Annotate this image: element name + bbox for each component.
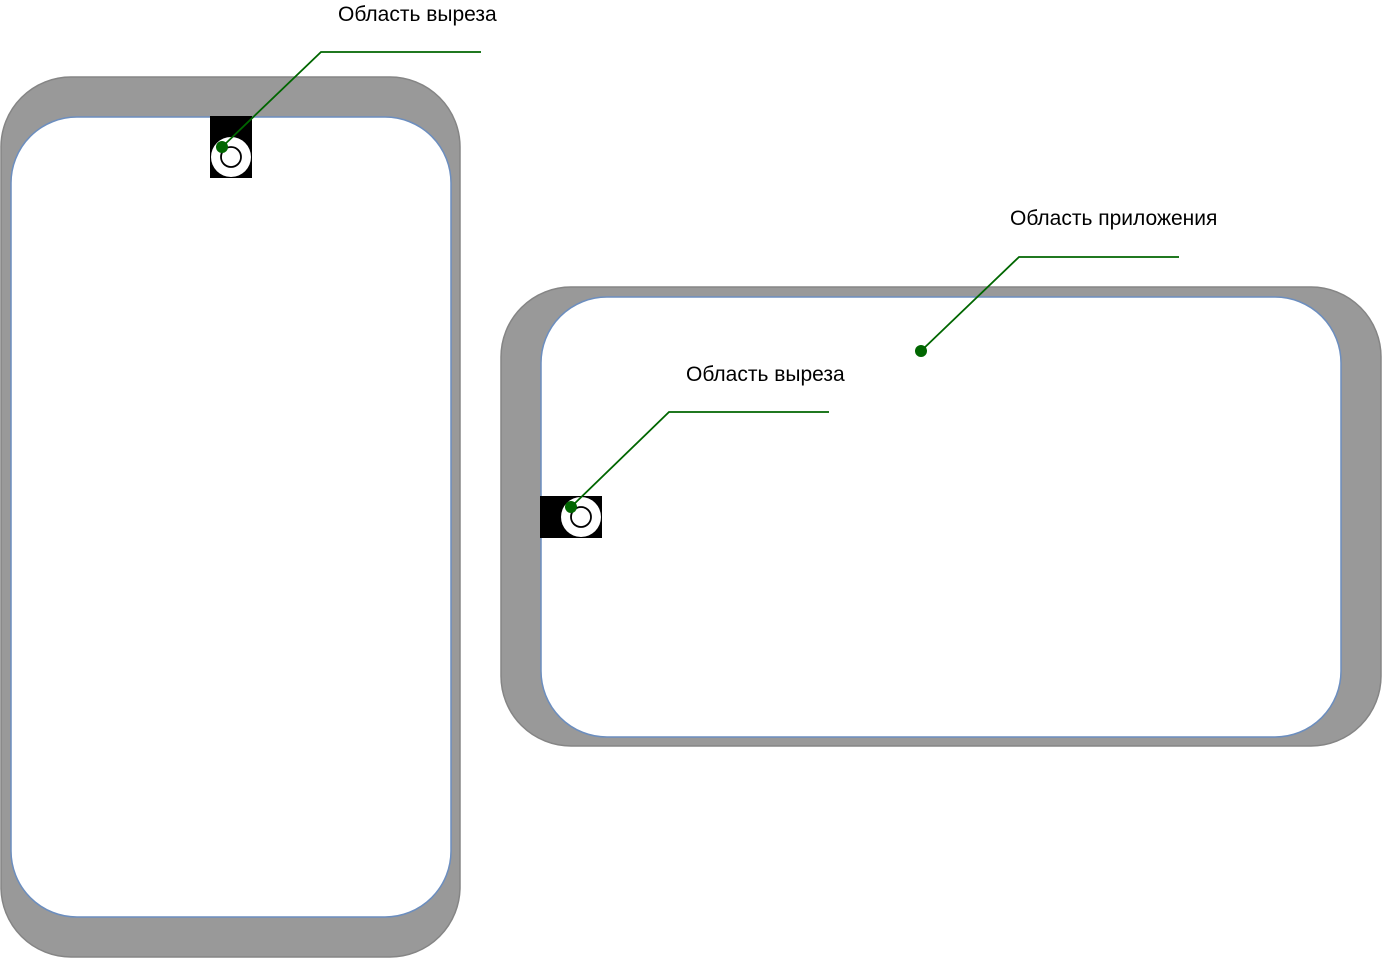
callout-portrait-cutout	[216, 51, 481, 153]
callout-app-area	[915, 256, 1179, 357]
portrait-screen-area	[10, 116, 452, 918]
landscape-screen-area	[540, 296, 1342, 738]
callout-dot	[565, 501, 577, 513]
landscape-device	[500, 286, 1382, 747]
callout-line	[920, 256, 1179, 352]
callout-landscape-cutout	[565, 411, 829, 513]
callout-line	[570, 411, 829, 508]
camera-icon	[211, 137, 251, 177]
portrait-cutout-label: Область выреза	[338, 3, 497, 26]
callout-dot	[915, 345, 927, 357]
app-area-label: Область приложения	[1010, 207, 1218, 230]
portrait-device	[0, 76, 461, 958]
callout-line	[221, 51, 481, 148]
landscape-cutout-label: Область выреза	[686, 363, 845, 386]
callout-dot	[216, 141, 228, 153]
